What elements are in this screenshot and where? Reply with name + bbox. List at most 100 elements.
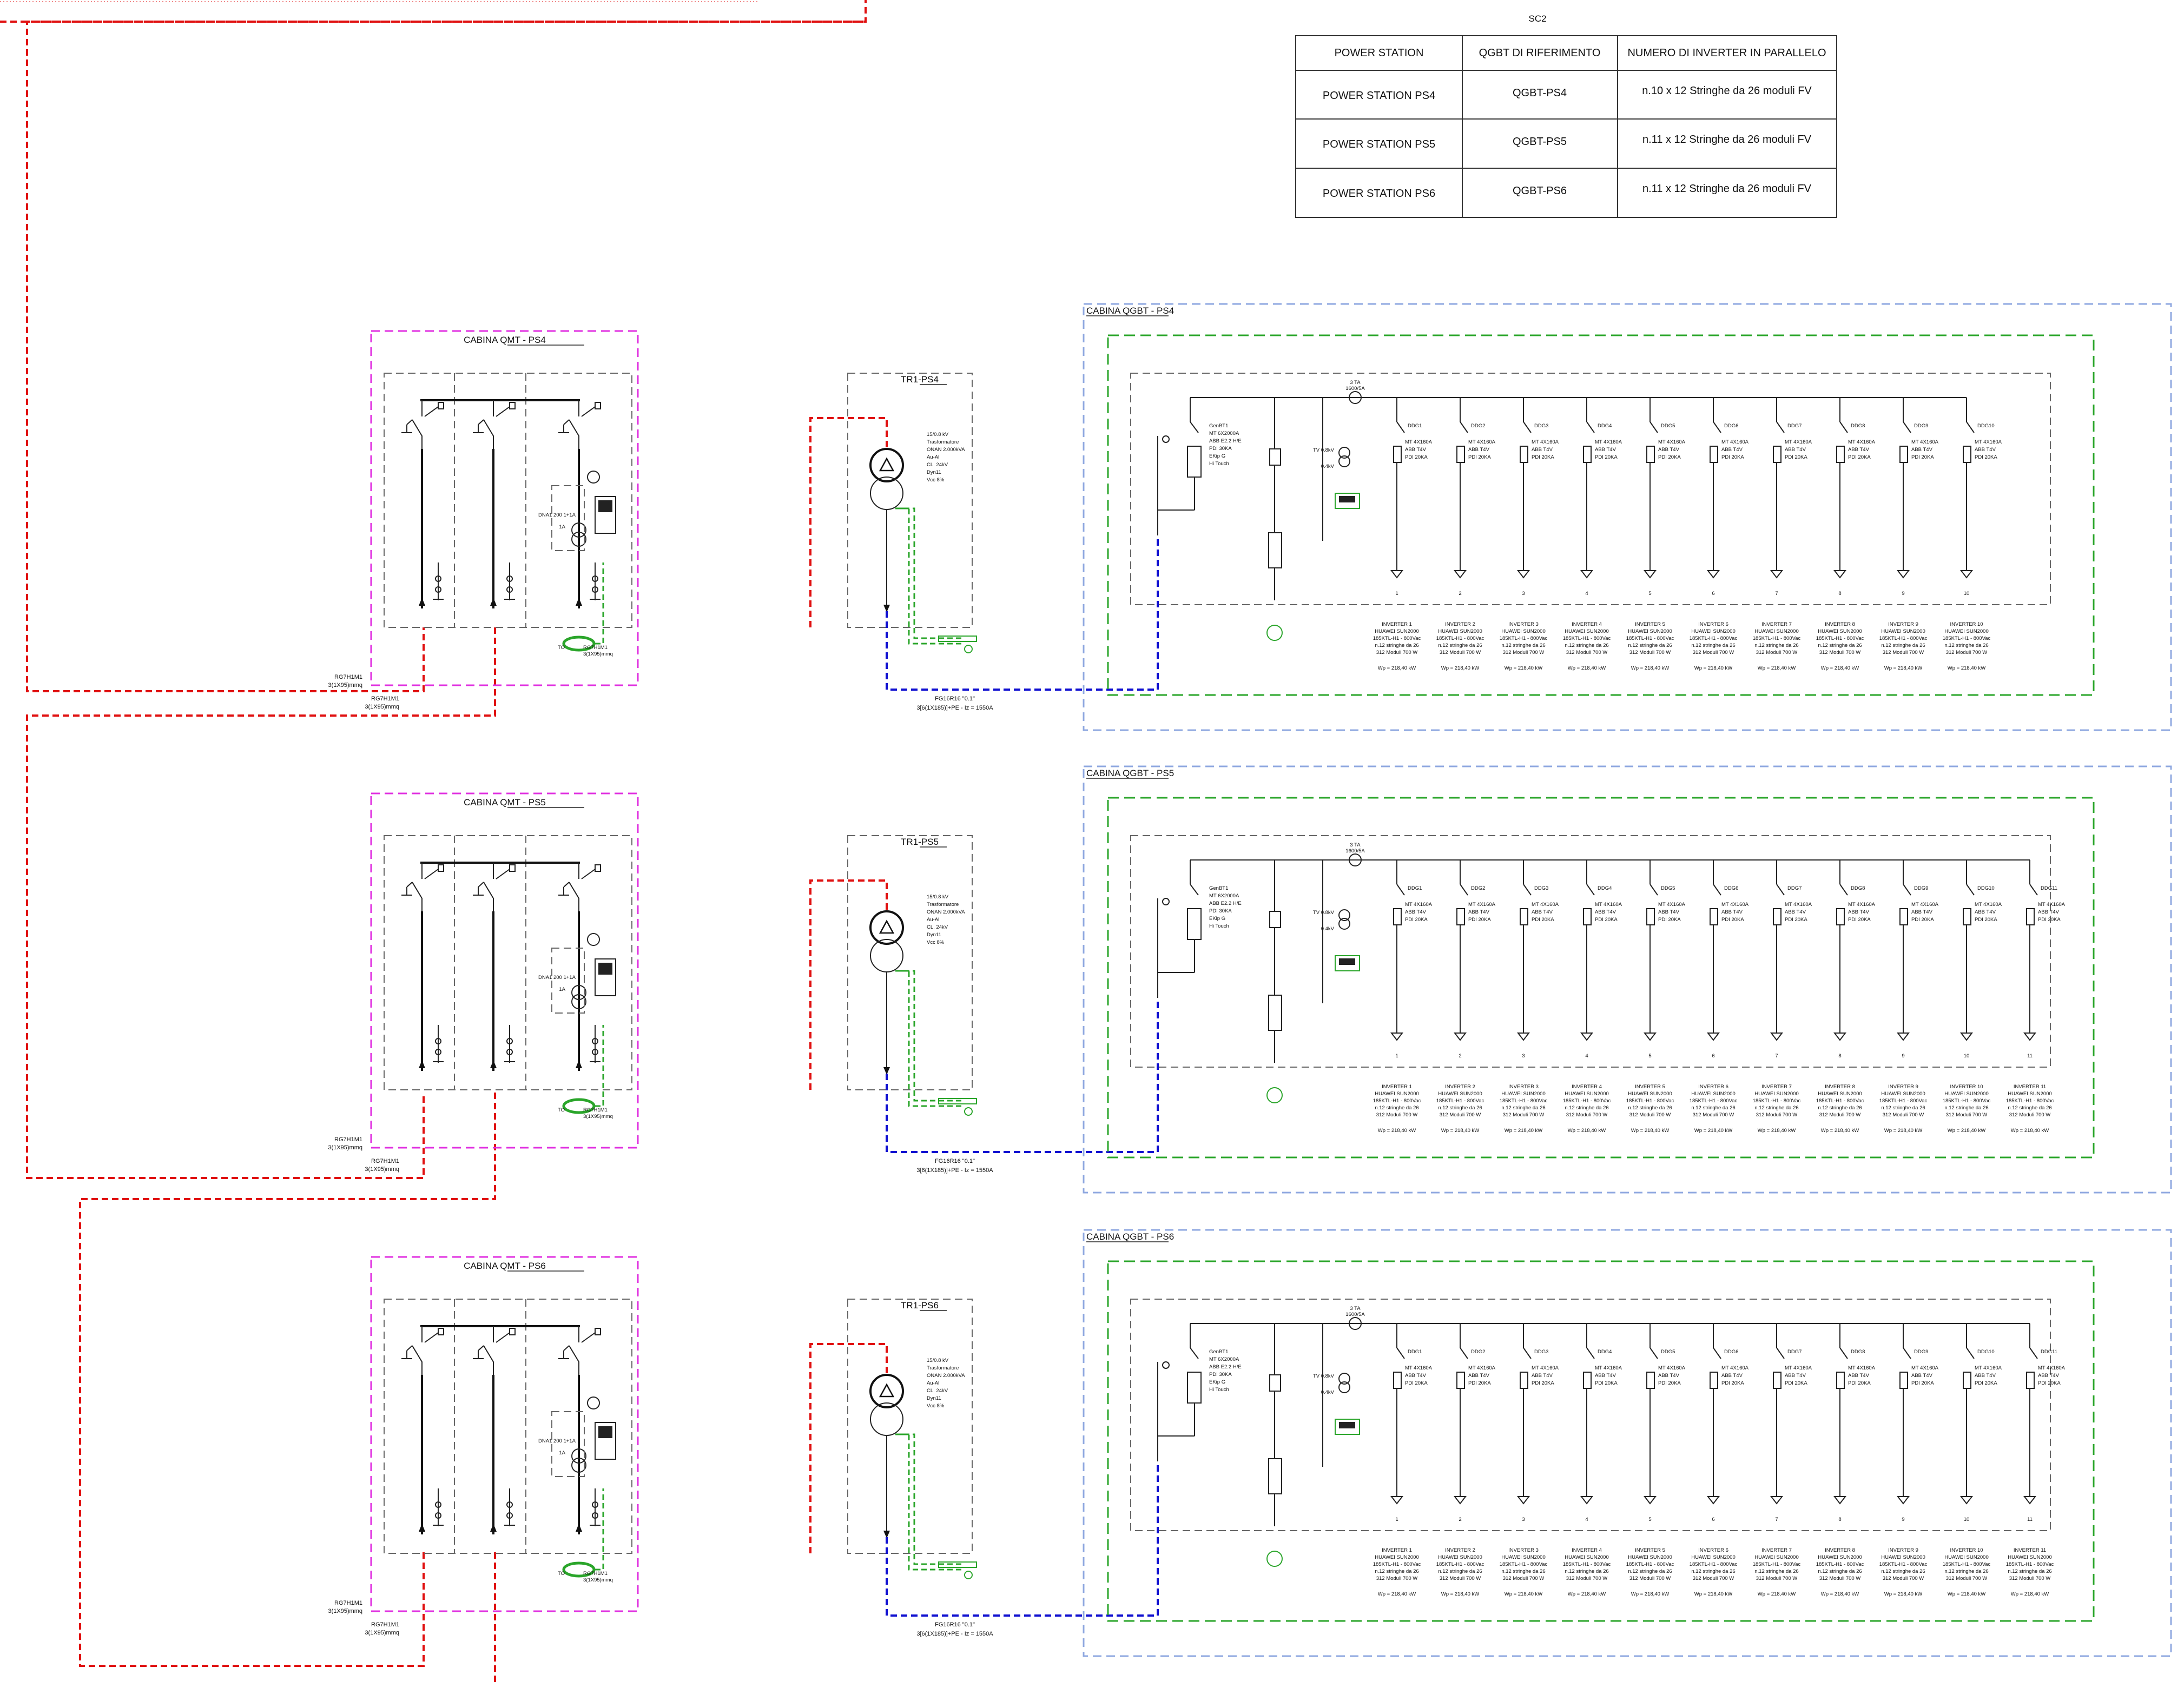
aux-panel bbox=[1268, 1458, 1282, 1494]
inverter-spec: HUAWEI SUN2000 bbox=[1375, 1091, 1418, 1097]
feeder-breaker-label: MT 4X160A bbox=[1405, 1365, 1433, 1371]
inverter-spec: n.12 stringhe da 26 bbox=[2008, 1568, 2051, 1574]
feeder-arrow bbox=[2023, 1032, 2037, 1041]
feeder-number: 8 bbox=[1838, 1053, 1841, 1059]
feeder-contact bbox=[1523, 884, 1532, 896]
table-header: NUMERO DI INVERTER IN PARALLELO bbox=[1627, 47, 1826, 59]
feeder-number: 2 bbox=[1459, 1517, 1461, 1523]
main-breaker-label: MT 6X2000A bbox=[1209, 431, 1239, 436]
inverter-power: Wp = 218,40 kW bbox=[1758, 1128, 1796, 1134]
feeder-number: 10 bbox=[1964, 591, 1970, 597]
inverter-name: INVERTER 6 bbox=[1698, 1547, 1728, 1553]
feeder-breaker-label: PDI 20KA bbox=[1911, 1380, 1934, 1386]
feeder-breaker bbox=[1963, 908, 1971, 925]
feeder-number: 4 bbox=[1585, 591, 1588, 597]
summary-table: POWER STATION QGBT DI RIFERIMENTO NUMERO… bbox=[1295, 35, 1837, 218]
inverter-power: Wp = 218,40 kW bbox=[1568, 1128, 1606, 1134]
feeder-number: 9 bbox=[1902, 591, 1904, 597]
feeder-number: 11 bbox=[2027, 1053, 2033, 1059]
feeder-name: DDG4 bbox=[1598, 423, 1612, 429]
feeder-breaker bbox=[2026, 1372, 2035, 1389]
feeder-breaker-label: MT 4X160A bbox=[1532, 1365, 1559, 1371]
inverter-spec: HUAWEI SUN2000 bbox=[2008, 1554, 2051, 1560]
feeder-breaker bbox=[1456, 446, 1465, 463]
inverter-spec: 185KTL-H1 - 800Vac bbox=[1373, 636, 1421, 641]
feeder-contact bbox=[1396, 1347, 1405, 1359]
feeder-name: DDG7 bbox=[1787, 885, 1802, 891]
relay-panel bbox=[551, 948, 585, 1014]
inverter-spec: HUAWEI SUN2000 bbox=[1691, 1091, 1735, 1097]
inverter-spec: 312 Moduli 700 W bbox=[2009, 1112, 2051, 1118]
inverter-spec: n.12 stringhe da 26 bbox=[1944, 1105, 1988, 1111]
inverter-spec: n.12 stringhe da 26 bbox=[1438, 1568, 1482, 1574]
inverter-power: Wp = 218,40 kW bbox=[1758, 1591, 1796, 1597]
feeder-breaker bbox=[1710, 446, 1718, 463]
main-breaker-label: Hi Touch bbox=[1209, 461, 1229, 467]
feeder-breaker-label: ABB T4V bbox=[1658, 909, 1680, 915]
lv-earth-cable bbox=[901, 1433, 963, 1571]
aux-contact bbox=[1162, 435, 1170, 443]
feeder-number: 5 bbox=[1648, 591, 1651, 597]
feeder-breaker-label: MT 4X160A bbox=[1468, 902, 1496, 908]
qgbt-title: CABINA QGBT - PS5 bbox=[1086, 768, 1174, 778]
inverter-spec: 185KTL-H1 - 800Vac bbox=[1500, 636, 1548, 641]
inverter-spec: HUAWEI SUN2000 bbox=[1438, 1554, 1482, 1560]
inverter-spec: n.12 stringhe da 26 bbox=[1438, 643, 1482, 648]
inverter-spec: 312 Moduli 700 W bbox=[1693, 1576, 1734, 1581]
feeder-arrow bbox=[1643, 1032, 1657, 1041]
earth-switch bbox=[478, 419, 484, 425]
inverter-name: INVERTER 10 bbox=[1950, 621, 1983, 627]
arrow-head bbox=[490, 1524, 497, 1532]
arrow-head bbox=[419, 598, 425, 606]
transformer-spec: 15/0.8 kV bbox=[927, 894, 949, 900]
feeder-breaker-label: ABB T4V bbox=[2038, 909, 2060, 915]
inverter-spec: 185KTL-H1 - 800Vac bbox=[1816, 1561, 1864, 1567]
inverter-spec: HUAWEI SUN2000 bbox=[1565, 1091, 1608, 1097]
feeder-name: DDG1 bbox=[1408, 423, 1422, 429]
feeder-name: DDG9 bbox=[1914, 885, 1928, 891]
inverter-name: INVERTER 10 bbox=[1950, 1547, 1983, 1553]
main-breaker-contact bbox=[1190, 421, 1199, 433]
inverter-name: INVERTER 11 bbox=[2014, 1547, 2046, 1553]
fuse-symbol bbox=[509, 864, 516, 872]
table-cell: QGBT-PS5 bbox=[1513, 136, 1567, 148]
relay-display bbox=[598, 500, 612, 512]
feeder-name: DDG7 bbox=[1787, 423, 1802, 429]
ct-symbol bbox=[571, 1448, 586, 1464]
earth-symbol bbox=[473, 425, 484, 433]
inverter-spec: HUAWEI SUN2000 bbox=[1565, 1554, 1608, 1560]
inverter-spec: HUAWEI SUN2000 bbox=[1754, 1091, 1798, 1097]
feeder-arrow bbox=[1896, 1496, 1910, 1505]
inverter-spec: HUAWEI SUN2000 bbox=[1944, 1091, 1988, 1097]
inverter-spec: n.12 stringhe da 26 bbox=[1501, 1568, 1545, 1574]
feeder-name: DDG2 bbox=[1471, 885, 1485, 891]
inverter-power: Wp = 218,40 kW bbox=[1631, 1591, 1670, 1597]
feeder-breaker-label: PDI 20KA bbox=[1532, 454, 1554, 460]
earth-switch bbox=[563, 419, 570, 425]
mv-cable-ps5-ps6 bbox=[79, 1093, 496, 1667]
main-breaker-body bbox=[1187, 908, 1202, 940]
table-header: QGBT DI RIFERIMENTO bbox=[1479, 47, 1601, 59]
inverter-spec: n.12 stringhe da 26 bbox=[1628, 1105, 1672, 1111]
inverter-spec: n.12 stringhe da 26 bbox=[1881, 1568, 1925, 1574]
feeder-breaker-label: PDI 20KA bbox=[1468, 1380, 1491, 1386]
feeder-contact bbox=[1966, 421, 1975, 433]
feeder-name: DDG3 bbox=[1534, 885, 1548, 891]
feeder-contact bbox=[1396, 884, 1405, 896]
earth-symbol bbox=[964, 645, 973, 653]
inverter-spec: 185KTL-H1 - 800Vac bbox=[2006, 1098, 2054, 1104]
inverter-spec: 312 Moduli 700 W bbox=[1376, 1576, 1418, 1581]
feeder-breaker-label: PDI 20KA bbox=[2038, 917, 2061, 923]
feeder-breaker-label: MT 4X160A bbox=[1658, 1365, 1686, 1371]
aux-panel bbox=[1268, 532, 1282, 568]
feeder-breaker-label: PDI 20KA bbox=[1721, 917, 1744, 923]
feeder-breaker-label: ABB T4V bbox=[1911, 1373, 1933, 1379]
inverter-spec: n.12 stringhe da 26 bbox=[1375, 1568, 1418, 1574]
inverter-name: INVERTER 8 bbox=[1825, 1547, 1855, 1553]
delta-symbol bbox=[879, 1383, 895, 1398]
inverter-spec: 185KTL-H1 - 800Vac bbox=[1500, 1098, 1548, 1104]
main-breaker-contact bbox=[1190, 884, 1199, 896]
main-breaker-body bbox=[1187, 446, 1202, 478]
inverter-spec: n.12 stringhe da 26 bbox=[1501, 643, 1545, 648]
